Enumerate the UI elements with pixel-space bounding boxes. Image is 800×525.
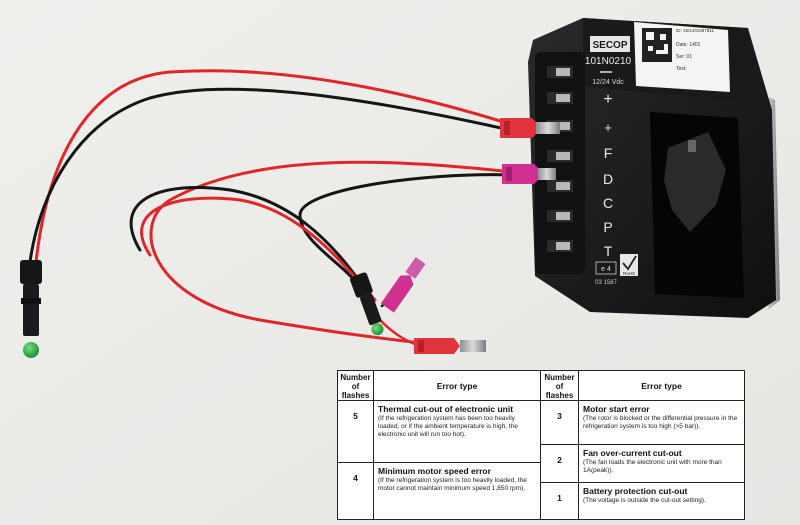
error-title: Battery protection cut-out xyxy=(583,486,688,496)
wiring xyxy=(28,69,516,348)
led-left xyxy=(20,260,42,358)
flash-count: 4 xyxy=(338,463,374,519)
header-error-type: Error type xyxy=(436,381,478,391)
mounting-plate xyxy=(664,132,726,232)
error-desc: (If the refrigeration system has been to… xyxy=(378,415,518,438)
table-header: Number of flashes Error type xyxy=(338,371,540,401)
red-wire-right xyxy=(149,160,514,346)
led-right xyxy=(349,272,384,336)
terminal-mark-7: T xyxy=(604,243,613,259)
error-table-left: Number of flashes Error type 5 Thermal c… xyxy=(338,371,541,519)
flash-count: 5 xyxy=(338,401,374,462)
error-desc: (The fan loads the electronic unit with … xyxy=(583,459,722,474)
sticker-id: ID: 19/1401087811 xyxy=(676,28,714,33)
sticker-date: Date: 1401 xyxy=(676,42,701,48)
connector-lug xyxy=(688,140,696,152)
rohs-text: RoHS xyxy=(623,271,635,276)
loose-terminal-pink xyxy=(380,257,426,313)
black-wire-right xyxy=(298,173,516,284)
red-wire-loop xyxy=(140,196,377,302)
terminal-mark-4: D xyxy=(603,171,613,187)
error-title: Thermal cut-out of electronic unit xyxy=(378,404,514,414)
sticker-test: Test: xyxy=(676,66,687,72)
brand-logo: SECOP xyxy=(592,40,627,51)
error-desc: (The voltage is outside the cut-out sett… xyxy=(583,497,706,504)
cert-e-mark: e 4 xyxy=(601,266,611,273)
table-header: Number of flashes Error type xyxy=(541,371,744,401)
cert-code: 03 1587 xyxy=(595,280,617,286)
terminal-mark-1: + xyxy=(603,91,612,108)
error-table-right: Number of flashes Error type 3 Motor sta… xyxy=(541,371,744,519)
green-led-left xyxy=(23,342,39,358)
table-row: 4 Minimum motor speed error (If the refr… xyxy=(338,463,540,519)
loose-terminal-red xyxy=(414,338,486,354)
table-row: 1 Battery protection cut-out (The voltag… xyxy=(541,483,744,519)
black-wire-left xyxy=(28,87,512,264)
voltage-label: 12/24 Vdc xyxy=(592,79,624,86)
red-wire-left xyxy=(34,69,512,264)
header-number-of-flashes: Number of flashes xyxy=(541,371,579,400)
check-icon xyxy=(622,255,637,271)
flash-count: 2 xyxy=(541,445,579,482)
table-row: 2 Fan over-current cut-out (The fan load… xyxy=(541,445,744,483)
error-title: Motor start error xyxy=(583,404,650,414)
sticker-ser: Ser: 01 xyxy=(676,54,692,60)
cert-box xyxy=(595,261,617,275)
header-error-type: Error type xyxy=(641,381,682,391)
green-led-right xyxy=(371,323,384,336)
error-desc: (The rotor is blocked or the differentia… xyxy=(583,415,738,430)
error-title: Minimum motor speed error xyxy=(378,466,491,476)
error-title: Fan over-current cut-out xyxy=(583,448,682,458)
terminal-markings: + + F D C P T xyxy=(603,91,613,259)
crimp-terminal-red-top xyxy=(500,118,560,138)
header-number-of-flashes: Number of flashes xyxy=(338,371,374,400)
id-sticker: ID: 19/1401087811 Date: 1401 Ser: 01 Tes… xyxy=(634,22,730,92)
terminal-mark-6: P xyxy=(603,219,612,235)
terminal-mark-5: C xyxy=(603,195,613,211)
brand-badge xyxy=(590,36,630,52)
error-code-table: Number of flashes Error type 5 Thermal c… xyxy=(337,370,745,520)
black-wire-loop xyxy=(129,186,362,284)
table-row: 5 Thermal cut-out of electronic unit (If… xyxy=(338,401,540,463)
terminal-mark-2: + xyxy=(604,120,612,135)
table-row: 3 Motor start error (The rotor is blocke… xyxy=(541,401,744,445)
model-number: 101N0210 xyxy=(585,56,632,67)
terminal-mark-3: F xyxy=(604,145,613,161)
crimp-terminal-pink xyxy=(502,164,556,184)
flash-count: 1 xyxy=(541,483,579,519)
error-desc: (If the refrigeration system is too heav… xyxy=(378,477,527,492)
flash-count: 3 xyxy=(541,401,579,444)
electronic-unit: SECOP 101N0210 12/24 Vdc ID: 19/14010878… xyxy=(528,18,776,318)
